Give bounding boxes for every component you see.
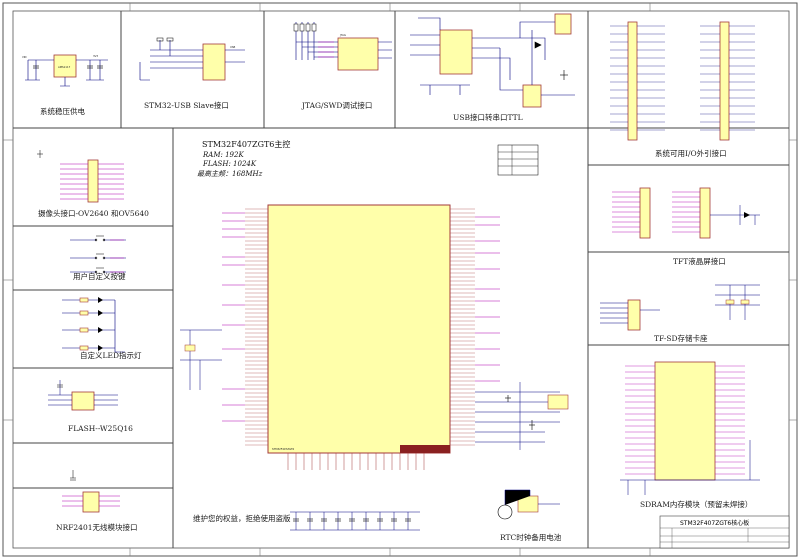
title-block: STM32F407ZGT6核心板 — [659, 515, 790, 549]
mcu-freq: 最高主频：168MHz — [197, 170, 263, 178]
mcu-title: STM32F407ZGT6主控 — [202, 139, 290, 149]
io-header-circuit: 系统可用I/O外引接口 — [610, 21, 755, 158]
zone-ticks — [3, 3, 797, 556]
ch340-chip — [439, 29, 473, 75]
nrf-circuit: NRF2401无线模块接口 — [56, 470, 138, 532]
svg-text:VIN: VIN — [22, 55, 27, 59]
mcu-chip — [267, 204, 451, 454]
mcu-net-labels — [222, 212, 500, 422]
section-label-usb-slave: STM32-USB Slave接口 — [144, 100, 229, 110]
io-header-right — [719, 21, 730, 141]
section-label-io: 系统可用I/O外引接口 — [655, 148, 727, 158]
section-label-nrf: NRF2401无线模块接口 — [56, 522, 138, 532]
battery-symbol — [497, 504, 513, 520]
title-block-title: STM32F407ZGT6核心板 — [680, 519, 749, 527]
ttl-transistor-block — [522, 84, 542, 108]
leds-circuit: 自定义LED指示灯 — [62, 297, 142, 360]
sd-card-socket — [627, 299, 641, 331]
tft-header-left — [639, 187, 651, 239]
mcu-power-strip — [400, 445, 450, 453]
mcu-left-support — [180, 329, 222, 390]
camera-circuit: 摄像头接口-OV2640 和OV5640 — [37, 150, 149, 218]
sdram-circuit: SDRAM内存模块（预留未焊接） — [620, 361, 760, 509]
section-label-rtc: RTC时钟备用电池 — [500, 532, 562, 542]
flash-circuit: FLASH--W25Q16 — [48, 380, 133, 433]
camera-connector — [87, 159, 99, 203]
section-label-flash: FLASH--W25Q16 — [68, 424, 133, 433]
svg-text:JTAG: JTAG — [339, 33, 346, 37]
mcu-chip-group: STM32F407ZGT6 — [180, 204, 500, 531]
mcu-ram: RAM: 192K — [202, 151, 244, 159]
w25q16-chip — [71, 391, 95, 411]
section-label-usb-ttl: USB接口转串口TTL — [453, 112, 523, 122]
section-dividers — [13, 11, 789, 548]
section-label-tfsd: TF-SD存储卡座 — [654, 333, 708, 343]
tft-circuit: TFT液晶屏接口 — [612, 187, 760, 266]
keys-circuit: 用户自定义按键 — [70, 235, 126, 281]
mcu-left-pins — [245, 208, 268, 446]
jtag-header — [337, 37, 379, 71]
sdram-chip — [654, 361, 716, 481]
maintain-note: 维护您的权益，拒绝使用盗版 — [193, 513, 291, 523]
tfsd-circuit: TF-SD存储卡座 — [600, 284, 760, 343]
usb-slave-circuit: USB STM32-USB Slave接口 — [139, 37, 245, 110]
mcu-info: STM32F407ZGT6主控 RAM: 192K FLASH: 1024K 最… — [197, 139, 290, 178]
svg-text:AMS1117: AMS1117 — [58, 65, 71, 69]
svg-text:3V3: 3V3 — [93, 54, 98, 58]
rtc-circuit: RTC时钟备用电池 — [497, 489, 562, 542]
tft-header-right — [699, 187, 711, 239]
sheet-inner-frame — [12, 10, 790, 549]
section-label-keys: 用户自定义按键 — [73, 271, 126, 281]
section-label-tft: TFT液晶屏接口 — [673, 256, 726, 266]
section-label-jtag: JTAG/SWD调试接口 — [301, 100, 372, 110]
jtag-circuit: JTAG JTAG/SWD调试接口 — [293, 22, 392, 110]
mcu-right-pins — [450, 208, 475, 446]
mini-usb-connector — [554, 13, 572, 35]
io-header-left — [627, 21, 638, 141]
section-label-sdram: SDRAM内存模块（预留未焊接） — [640, 499, 752, 509]
section-label-power: 系统稳压供电 — [40, 106, 85, 116]
mcu-chip-label: STM32F407ZGT6 — [272, 447, 294, 451]
usb-ttl-circuit: USB接口转串口TTL — [410, 13, 575, 176]
rtc-crystal — [547, 394, 569, 410]
usb-connector — [202, 43, 226, 81]
svg-text:USB: USB — [230, 45, 236, 49]
mcu-flash: FLASH: 1024K — [202, 160, 257, 168]
power-circuit: VIN 3V3 AMS1117 系统稳压供电 — [22, 54, 108, 116]
mcu-bottom-pins — [287, 453, 425, 470]
mcu-right-support — [475, 382, 569, 450]
ttl-config-table — [497, 144, 539, 176]
section-label-camera: 摄像头接口-OV2640 和OV5640 — [38, 208, 149, 218]
section-label-leds: 自定义LED指示灯 — [80, 350, 142, 360]
nrf2401-header — [82, 491, 100, 513]
